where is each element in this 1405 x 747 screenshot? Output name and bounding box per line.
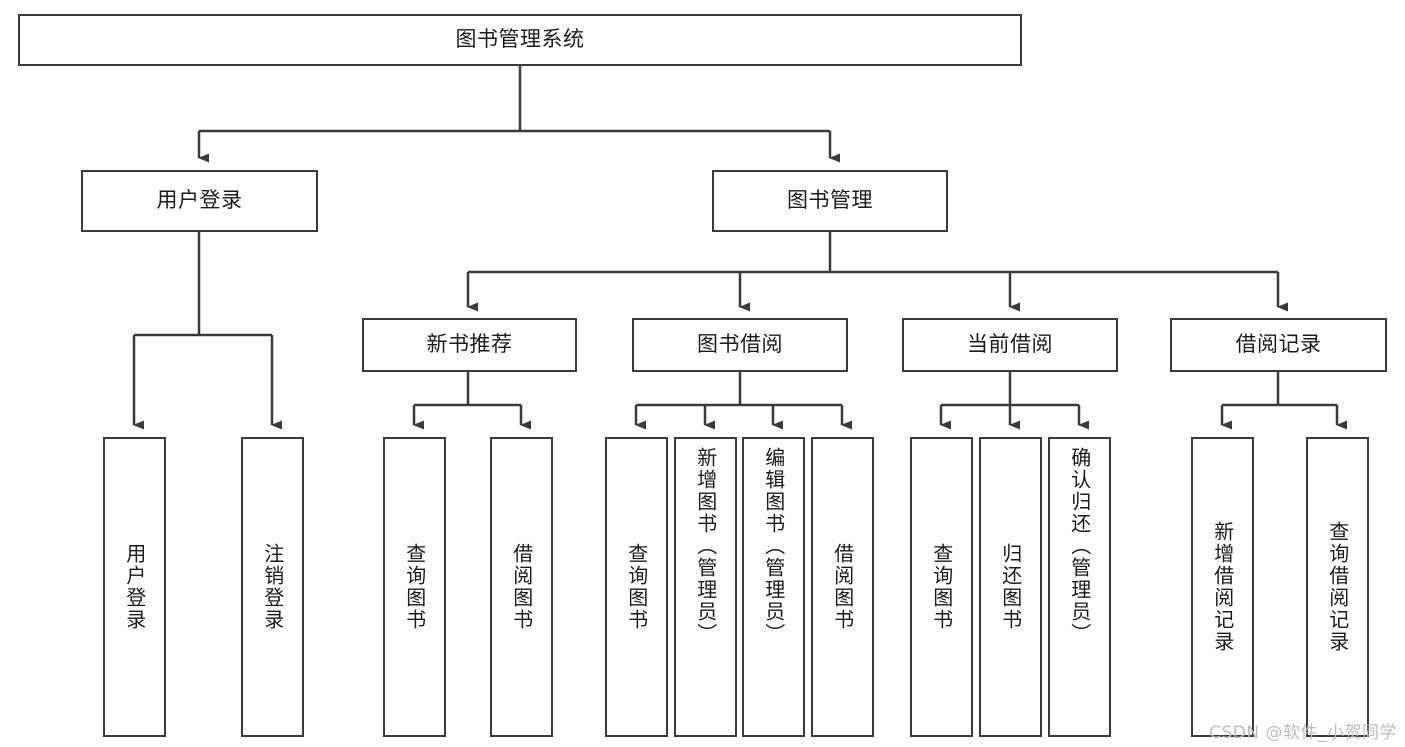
node-label: 图书管理系统	[455, 27, 585, 52]
node-user-login[interactable]: 用户登录	[81, 170, 318, 232]
leaf-current-return-book[interactable]: 归还图书	[979, 437, 1042, 737]
node-root-book-management-system[interactable]: 图书管理系统	[18, 14, 1022, 66]
node-label: 图书管理	[787, 188, 873, 213]
node-current-borrow[interactable]: 当前借阅	[902, 318, 1118, 372]
node-label: 新增借阅记录	[1210, 521, 1235, 653]
node-label: 当前借阅	[967, 332, 1053, 357]
node-label: 图书借阅	[697, 332, 783, 357]
node-label: 确认归还（管理员）	[1067, 447, 1092, 645]
leaf-record-add-borrow-record[interactable]: 新增借阅记录	[1191, 437, 1254, 737]
node-book-borrow[interactable]: 图书借阅	[632, 318, 848, 372]
node-label: 查询借阅记录	[1325, 521, 1350, 653]
leaf-user-login-logout[interactable]: 注销登录	[241, 437, 304, 737]
node-label: 用户登录	[122, 543, 147, 631]
node-label: 查询图书	[402, 543, 427, 631]
node-label: 借阅图书	[830, 543, 855, 631]
node-label: 新书推荐	[426, 332, 513, 357]
node-label: 注销登录	[260, 543, 285, 631]
node-label: 新增图书（管理员）	[693, 447, 718, 645]
node-label: 借阅记录	[1235, 332, 1322, 357]
leaf-borrow-edit-book-admin[interactable]: 编辑图书（管理员）	[742, 437, 805, 737]
leaf-current-confirm-return-admin[interactable]: 确认归还（管理员）	[1048, 437, 1111, 737]
node-label: 归还图书	[998, 543, 1023, 631]
node-label: 查询图书	[929, 543, 954, 631]
leaf-user-login-login[interactable]: 用户登录	[103, 437, 166, 737]
node-label: 用户登录	[156, 188, 243, 213]
node-label: 借阅图书	[509, 543, 534, 631]
node-book-management[interactable]: 图书管理	[712, 170, 948, 232]
node-borrow-record[interactable]: 借阅记录	[1170, 318, 1387, 372]
leaf-borrow-query-book[interactable]: 查询图书	[605, 437, 668, 737]
node-new-book-recommend[interactable]: 新书推荐	[362, 318, 577, 372]
leaf-recommend-query-book[interactable]: 查询图书	[383, 437, 446, 737]
leaf-recommend-borrow-book[interactable]: 借阅图书	[490, 437, 553, 737]
node-label: 编辑图书（管理员）	[761, 447, 786, 645]
leaf-current-query-book[interactable]: 查询图书	[910, 437, 973, 737]
leaf-borrow-borrow-book[interactable]: 借阅图书	[811, 437, 874, 737]
node-label: 查询图书	[624, 543, 649, 631]
leaf-borrow-add-book-admin[interactable]: 新增图书（管理员）	[674, 437, 737, 737]
leaf-record-query-borrow-record[interactable]: 查询借阅记录	[1306, 437, 1369, 737]
